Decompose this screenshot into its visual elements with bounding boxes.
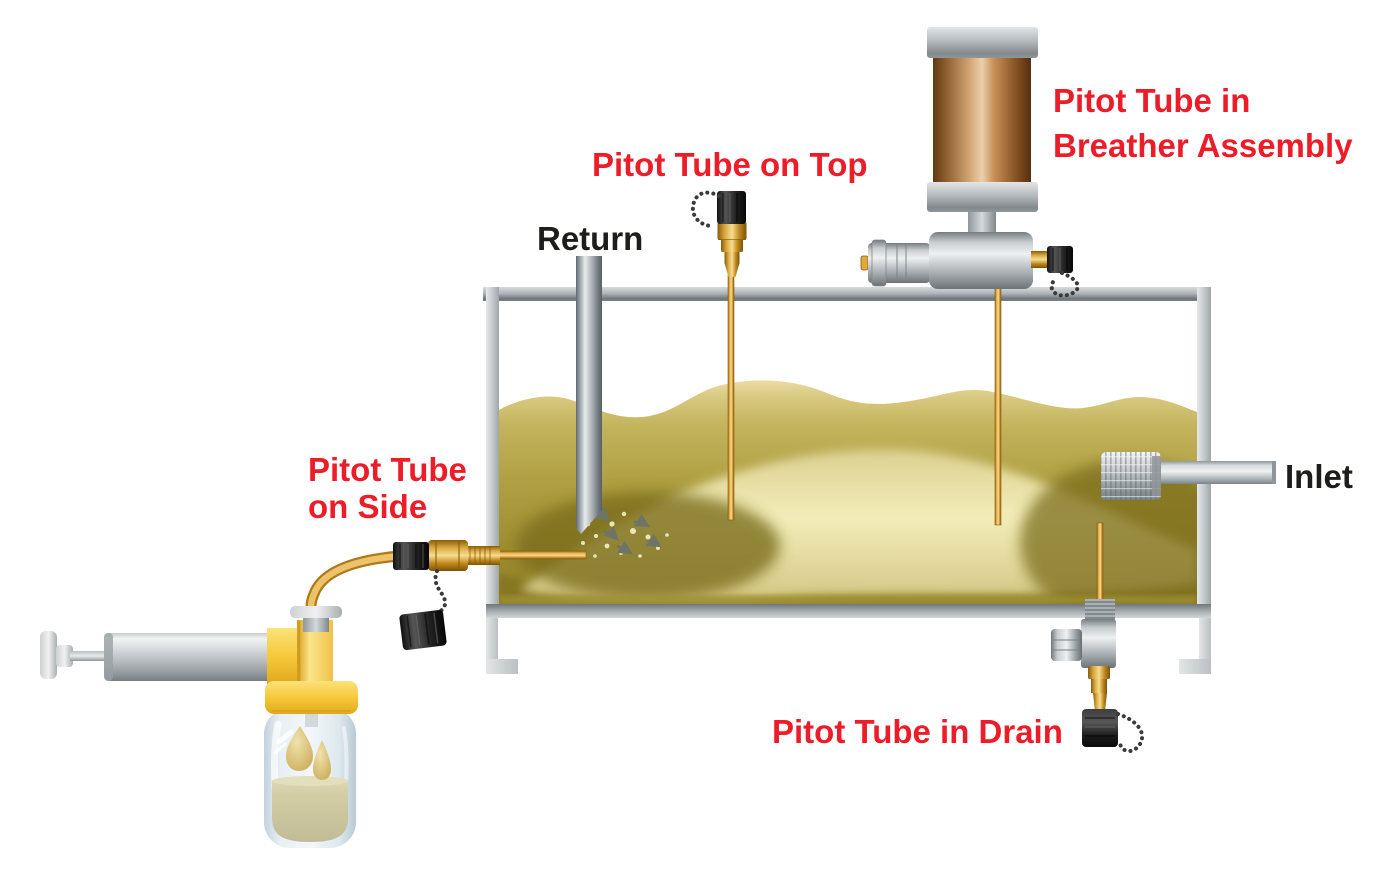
drain-cap-chain [1116, 712, 1145, 753]
top-pitot-assembly [690, 190, 747, 521]
reservoir-oil [499, 380, 1197, 604]
breather-canister [933, 54, 1031, 186]
label-inlet: Inlet [1285, 458, 1353, 495]
breather-top-cap [927, 27, 1038, 58]
breather-bottom-cap [927, 182, 1038, 212]
breather-stem [968, 208, 996, 236]
side-pitot-fitting [428, 540, 500, 571]
label-breather-line2: Breather Assembly [1053, 127, 1353, 164]
top-pitot-dust-cap [717, 191, 746, 224]
breather-pitot-tube [994, 285, 1002, 526]
pump-plunger-handle [40, 631, 73, 679]
drain-threaded-bushing [1085, 599, 1115, 620]
tank-right-foot [1179, 659, 1211, 674]
inlet-diffuser [1101, 452, 1161, 500]
pump-body [265, 620, 358, 714]
pump-bottle-collar [265, 681, 358, 714]
breather-sample-port [1031, 251, 1049, 268]
side-dust-cap [399, 609, 447, 651]
top-pitot-tube [727, 274, 735, 521]
bottle-oil-sample [272, 776, 348, 842]
tank-top-wall [483, 287, 1211, 301]
return-pipe [576, 256, 602, 534]
top-pitot-cap-chain [690, 190, 721, 228]
oil-bottom-light-strip [499, 596, 1197, 604]
oil-dark-zone-left [516, 492, 780, 600]
drain-dust-cap [1082, 709, 1118, 747]
pump-tube-clamp [290, 606, 342, 632]
side-quick-connector [393, 542, 429, 570]
sample-bottle [264, 703, 356, 848]
sample-tube-curved-inner [307, 552, 404, 614]
label-return: Return [537, 220, 643, 257]
drain-sample-port [1088, 666, 1110, 711]
tank-left-foot [486, 659, 518, 674]
pump-barrel [104, 633, 281, 681]
label-breather-line1: Pitot Tube in [1053, 82, 1250, 119]
tank-right-wall [1197, 287, 1211, 618]
drain-valve-body [1081, 619, 1116, 668]
breather-dust-cap [1047, 246, 1073, 273]
tank-bottom-wall [486, 604, 1211, 618]
reservoir-tank-frame [483, 287, 1211, 674]
drain-assembly [1051, 522, 1145, 753]
side-pitot-assembly [305, 540, 587, 651]
inlet-pipe-end [1272, 461, 1276, 484]
breather-assembly [860, 27, 1080, 526]
breather-tee-body [929, 232, 1033, 289]
top-pitot-fitting [717, 222, 747, 277]
oil-drops [274, 726, 331, 780]
drain-pitot-tube [1096, 522, 1104, 606]
inlet-pipe [1155, 461, 1275, 484]
inlet-assembly [1101, 452, 1276, 500]
side-pitot-tube [497, 550, 587, 560]
label-pitot-drain: Pitot Tube in Drain [772, 713, 1063, 750]
label-pitot-side-line1: Pitot Tube [308, 451, 467, 488]
drain-valve-knob [1051, 629, 1082, 661]
breather-left-connector [860, 239, 930, 287]
labels: Pitot Tube on Top Pitot Tube in Breather… [308, 82, 1353, 750]
tank-left-wall [486, 287, 499, 618]
label-pitot-side-line2: on Side [308, 488, 427, 525]
pump-plunger-rod [70, 651, 108, 661]
vacuum-sampling-pump [40, 606, 358, 848]
breather-cap-chain [1049, 271, 1080, 298]
side-cap-chain [433, 569, 448, 616]
label-pitot-top: Pitot Tube on Top [592, 146, 868, 183]
